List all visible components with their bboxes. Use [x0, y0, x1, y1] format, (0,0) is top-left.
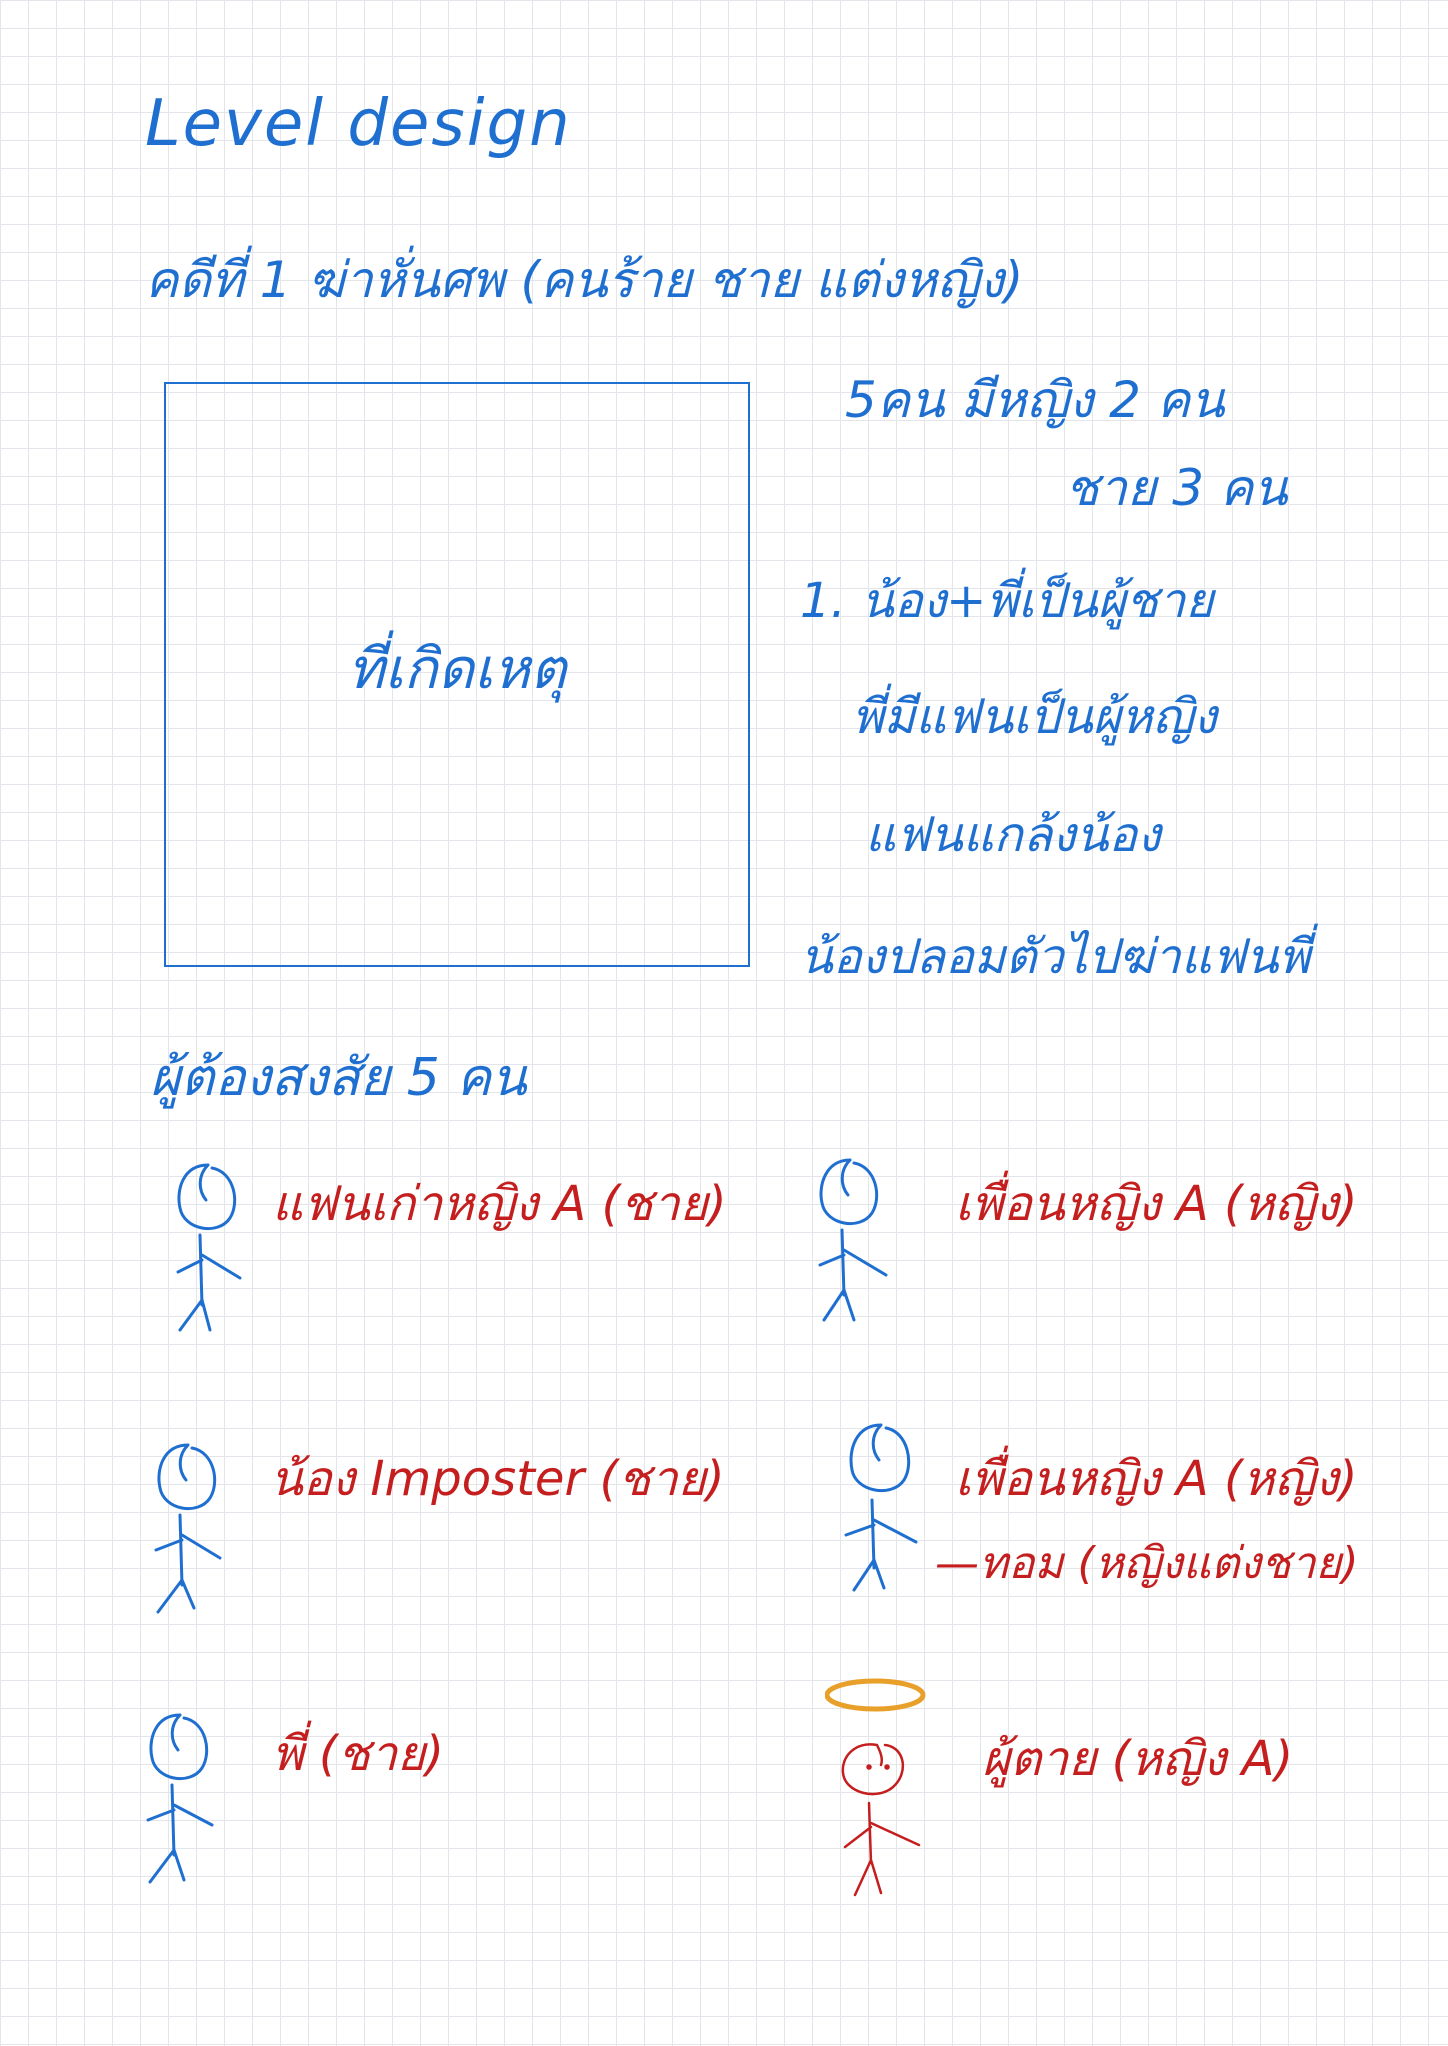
stick-figure-icon	[818, 1158, 888, 1322]
story-line: น้องปลอมตัวไปฆ่าแฟนพี่	[800, 929, 1311, 985]
crime-scene-box: ที่เกิดเหตุ	[164, 382, 750, 967]
page-title: Level design	[145, 87, 572, 161]
story-line: แฟนแกล้งน้อง	[865, 807, 1161, 863]
case-heading: คดีที่ 1 ฆ่าหั่นศพ (คนร้าย ชาย แต่งหญิง)	[145, 251, 1024, 309]
suspect-brother-imposter-label: น้อง Imposter (ชาย)	[270, 1451, 725, 1507]
victim-figure-icon	[825, 1678, 926, 1897]
suspect-ex-boyfriend-label: แฟนเก่าหญิง A (ชาย)	[272, 1176, 727, 1232]
suspect-friend-2-label: เพื่อนหญิง A (หญิง)	[955, 1451, 1358, 1507]
people-count-note: 5คน มีหญิง 2 คน	[845, 371, 1225, 429]
stick-figure-icon	[146, 1713, 214, 1884]
stick-figure-icon	[154, 1443, 222, 1614]
stick-figure-icon	[844, 1423, 918, 1592]
story-line: พี่มีแฟนเป็นผู้หญิง	[852, 689, 1217, 745]
victim-label: ผู้ตาย (หญิง A)	[982, 1731, 1294, 1787]
suspect-friend-1-label: เพื่อนหญิง A (หญิง)	[955, 1176, 1358, 1232]
suspect-elder-brother-label: พี่ (ชาย)	[272, 1726, 445, 1782]
suspects-heading: ผู้ต้องสงสัย 5 คน	[150, 1048, 527, 1108]
story-line: 1. น้อง+พี่เป็นผู้ชาย	[800, 573, 1214, 629]
male-count-note: ชาย 3 คน	[1065, 459, 1288, 517]
crime-scene-label: ที่เกิดเหตุ	[347, 637, 567, 702]
suspect-friend-2-note: —ทอม (หญิงแต่งชาย)	[935, 1538, 1359, 1589]
halo-icon	[825, 1678, 926, 1712]
stick-figure-icon	[176, 1163, 242, 1332]
